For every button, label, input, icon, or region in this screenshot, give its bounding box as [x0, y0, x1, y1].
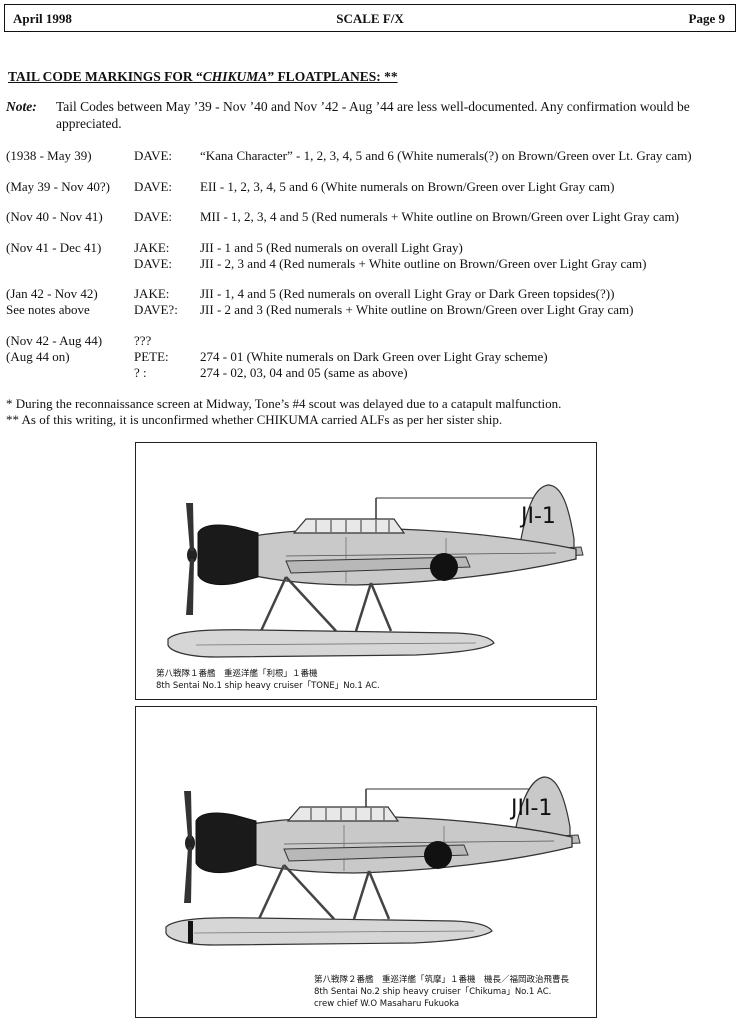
title-ship: CHIKUMA: [202, 69, 268, 84]
period: (1938 - May 39): [6, 148, 92, 163]
aircraft-type: DAVE:: [134, 209, 173, 224]
marking-desc: JII - 1 and 5 (Red numerals on overall L…: [200, 240, 463, 255]
title-prefix: TAIL CODE MARKINGS FOR “: [8, 69, 203, 84]
marking-desc: JII - 2, 3 and 4 (Red numerals + White o…: [200, 256, 647, 271]
page-number: Page 9: [688, 11, 725, 26]
publication-name: SCALE F/X: [336, 11, 404, 26]
tail-code-row: (Jan 42 - Nov 42) See notes above JAKE: …: [6, 286, 740, 320]
aircraft-type: ? :: [134, 365, 147, 380]
title-suffix: ” FLOATPLANES: **: [267, 69, 398, 84]
figure-caption-en: 8th Sentai No.1 ship heavy cruiser「TONE」…: [156, 681, 380, 691]
marking-desc: JII - 1, 4 and 5 (Red numerals on overal…: [200, 286, 615, 301]
tail-code-row: (Nov 42 - Aug 44) (Aug 44 on) ??? PETE: …: [6, 333, 740, 383]
floatplane-profile-illustration: JI-1: [167, 484, 584, 658]
period-note: (Aug 44 on): [6, 349, 70, 364]
footnote: ** As of this writing, it is unconfirmed…: [6, 412, 503, 427]
aircraft-type: JAKE:: [134, 286, 170, 301]
figure-caption-jp: 第八戦隊２番艦 重巡洋艦「筑摩」１番機 機長／福岡政治飛曹長: [314, 975, 570, 985]
marking-desc: JII - 2 and 3 (Red numerals + White outl…: [200, 302, 634, 317]
figure-caption-crew: crew chief W.O Masaharu Fukuoka: [314, 999, 460, 1009]
note-text: Tail Codes between May ’39 - Nov ’40 and…: [56, 99, 690, 131]
period: (Nov 41 - Dec 41): [6, 240, 102, 255]
aircraft-type: ???: [134, 333, 152, 348]
aircraft-type: PETE:: [134, 349, 169, 364]
figure-caption-jp: 第八戦隊１番艦 重巡洋艦「利根」１番機: [156, 669, 318, 679]
marking-desc: EII - 1, 2, 3, 4, 5 and 6 (White numeral…: [200, 179, 615, 194]
period: (Nov 42 - Aug 44): [6, 333, 103, 348]
tail-code-row: (Nov 41 - Dec 41) JAKE: JII - 1 and 5 (R…: [6, 240, 740, 274]
aircraft-type: JAKE:: [134, 240, 170, 255]
note-block: Note: Tail Codes between May ’39 - Nov ’…: [6, 98, 738, 132]
footnote: * During the reconnaissance screen at Mi…: [6, 396, 562, 411]
marking-desc: 274 - 02, 03, 04 and 05 (same as above): [200, 365, 408, 380]
period-note: See notes above: [6, 302, 90, 317]
aircraft-type: DAVE:: [134, 179, 173, 194]
aircraft-type: DAVE:: [134, 148, 173, 163]
aircraft-type: DAVE?:: [134, 302, 178, 317]
tail-code: JII-1: [509, 796, 552, 821]
period: (Nov 40 - Nov 41): [6, 209, 103, 224]
issue-date: April 1998: [13, 11, 72, 26]
aircraft-type: DAVE:: [134, 256, 173, 271]
aircraft-profile-figure: JI-1 第八戦隊１番艦 重巡洋艦「利根」１番機 8th Sentai No.1…: [135, 442, 597, 700]
marking-desc: “Kana Character” - 1, 2, 3, 4, 5 and 6 (…: [200, 148, 692, 163]
marking-desc: 274 - 01 (White numerals on Dark Green o…: [200, 349, 548, 364]
floatplane-profile-illustration: JII-1: [165, 776, 581, 946]
note-label: Note:: [6, 99, 37, 114]
tail-code: JI-1: [519, 504, 556, 529]
period: (Jan 42 - Nov 42): [6, 286, 98, 301]
marking-desc: MII - 1, 2, 3, 4 and 5 (Red numerals + W…: [200, 209, 679, 224]
section-title: TAIL CODE MARKINGS FOR “CHIKUMA” FLOATPL…: [8, 69, 398, 85]
figure-caption-en: 8th Sentai No.2 ship heavy cruiser「Chiku…: [314, 987, 552, 997]
page-header: April 1998 SCALE F/X Page 9: [4, 4, 736, 32]
period: (May 39 - Nov 40?): [6, 179, 110, 194]
aircraft-profile-figure: JII-1 第八戦隊２番艦 重巡洋艦「筑摩」１番機 機長／福岡政治飛曹長 8th…: [135, 706, 597, 1018]
